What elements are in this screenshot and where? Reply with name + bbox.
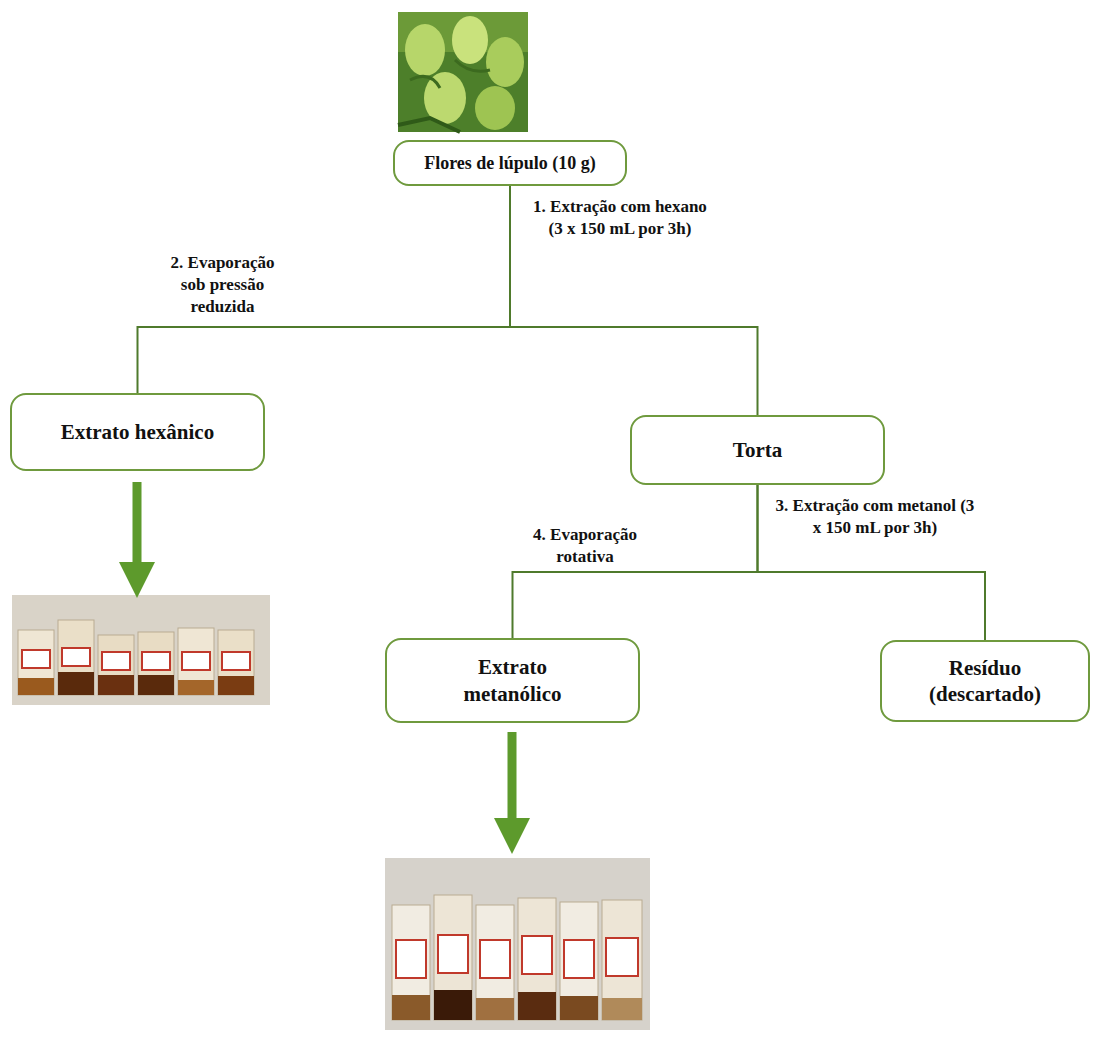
branch-connector	[513, 485, 758, 638]
box-text: Torta	[733, 437, 782, 463]
step-label: 1. Extração com hexano (3 x 150 mL por 3…	[525, 196, 715, 240]
branch-connector	[758, 485, 986, 640]
methanol-vials-photo	[385, 858, 650, 1030]
branch-connector	[510, 186, 758, 415]
step-label: 4. Evaporação rotativa	[525, 524, 645, 568]
photo-arrow	[133, 482, 142, 580]
box-text: Flores de lúpulo (10 g)	[424, 152, 596, 175]
hexane-vials-photo	[12, 595, 270, 705]
process-box: Torta	[630, 415, 885, 485]
photo-arrow	[508, 732, 517, 836]
box-text: Extrato metanólico	[448, 654, 578, 707]
hop-photo	[398, 12, 528, 132]
step-label: 2. Evaporação sob pressão reduzida	[160, 252, 285, 318]
process-box: Extrato hexânico	[10, 393, 265, 471]
box-text: Extrato hexânico	[61, 419, 214, 445]
process-box: Flores de lúpulo (10 g)	[393, 140, 627, 186]
process-box: Extrato metanólico	[385, 638, 640, 723]
box-text: Resíduo (descartado)	[920, 655, 1050, 708]
branch-connector	[138, 186, 511, 393]
step-label: 3. Extração com metanol (3 x 150 mL por …	[775, 495, 975, 539]
process-box: Resíduo (descartado)	[880, 640, 1090, 722]
